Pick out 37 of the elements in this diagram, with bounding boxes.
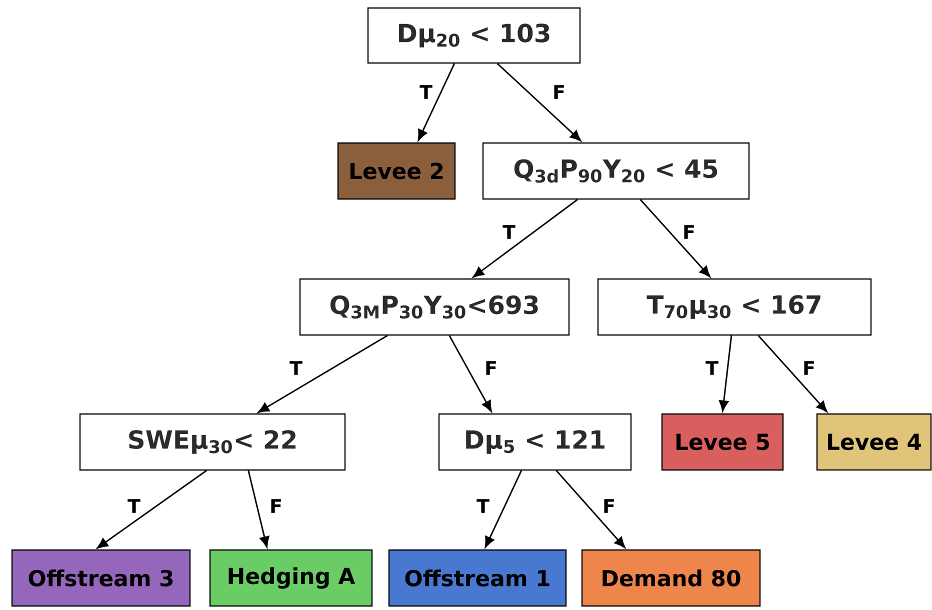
leaf-box: Levee 5	[661, 413, 784, 471]
edge-label: T	[418, 84, 434, 100]
edge-label: T	[126, 498, 142, 514]
edge-label: T	[502, 224, 516, 240]
leaf-box: Levee 4	[816, 413, 932, 471]
arrow	[248, 470, 270, 548]
leaf-box: Levee 2	[337, 142, 456, 200]
arrow	[556, 470, 626, 548]
edge-label: T	[476, 498, 490, 514]
edge-label: F	[268, 498, 284, 514]
condition-box: Dμ$_{5}$ < 121	[438, 413, 632, 471]
edge-label: F	[802, 360, 816, 376]
leaf-box: Hedging A	[209, 549, 373, 607]
edge-label: T	[704, 360, 720, 376]
condition-box: Dμ$_{20}$ < 103	[367, 7, 581, 64]
edge-label: F	[682, 224, 696, 240]
condition-box: SWEμ$_{30}$< 22	[79, 413, 346, 471]
condition-box: T$_{70}$μ$_{30}$ < 167	[597, 278, 872, 336]
arrow	[640, 199, 710, 278]
arrow	[448, 335, 492, 412]
arrow	[258, 334, 388, 413]
arrow	[718, 336, 732, 412]
condition-box: Q$_{3M}$P$_{30}$Y$_{30}$<693	[299, 278, 570, 336]
arrow	[472, 198, 578, 278]
condition-box: Q$_{3d}$P$_{90}$Y$_{20}$ < 45	[482, 142, 750, 200]
edge-label: F	[602, 498, 616, 514]
edge-label: F	[552, 84, 566, 100]
leaf-box: Offstream 1	[388, 549, 567, 607]
arrow	[418, 63, 456, 141]
edge-label: T	[288, 360, 304, 376]
arrow	[484, 470, 522, 548]
arrow	[496, 63, 582, 142]
arrow	[758, 335, 828, 412]
leaf-box: Demand 80	[581, 549, 761, 607]
leaf-box: Offstream 3	[11, 549, 191, 607]
edge-label: F	[484, 360, 498, 376]
arrow	[96, 470, 207, 549]
